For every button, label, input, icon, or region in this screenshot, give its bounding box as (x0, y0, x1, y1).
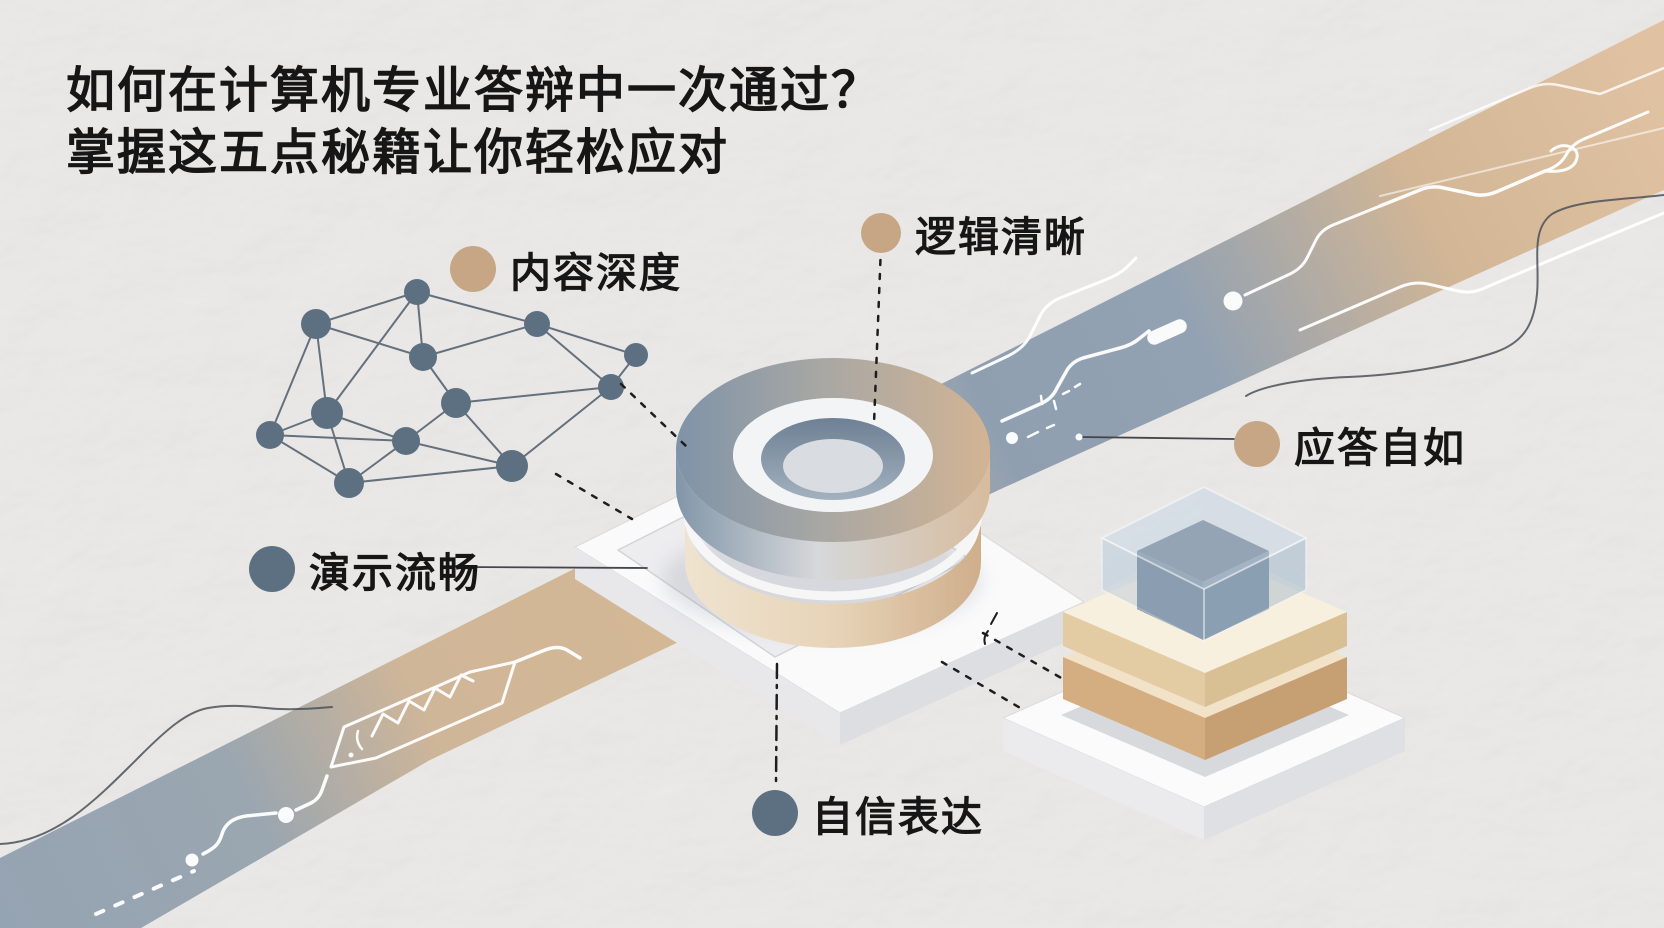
ring-white-gap (683, 511, 983, 601)
connector-fluent-presentation (460, 566, 648, 569)
platform-side-right (840, 602, 1084, 745)
curve-left (0, 704, 333, 845)
ring-side (676, 450, 990, 580)
connector-platform-to-stack-lower (940, 660, 1024, 711)
network-node (301, 309, 331, 339)
ring-lower-cylinder (685, 518, 981, 648)
point-label-text: 内容深度 (510, 250, 682, 296)
stack-base-side-right (1204, 718, 1405, 840)
point-label-text: 逻辑清晰 (915, 214, 1087, 260)
connector-tick-marks (983, 612, 998, 645)
bullet-dot-icon (450, 246, 496, 292)
bullet-dot-icon (249, 546, 295, 592)
connectors (460, 244, 1235, 786)
network-node (524, 311, 550, 337)
network-node (409, 343, 437, 371)
network-node (404, 279, 430, 305)
decorative-curves (0, 194, 1664, 845)
network-node (334, 468, 364, 498)
point-label-responsive-answers: 应答自如 (1234, 414, 1466, 474)
glass-cube-top (1099, 485, 1309, 591)
inner-cube-side-left (1137, 551, 1203, 640)
bullet-dot-icon (752, 790, 798, 836)
connector-network-to-platform (554, 472, 634, 521)
slab-lower-side-right (1205, 657, 1347, 760)
connector-responsive-answers (1079, 436, 1235, 440)
title-line-1: 如何在计算机专业答辩中一次通过？ (66, 64, 883, 118)
network-node (256, 421, 284, 449)
ring-top-surface (676, 358, 990, 542)
network-node (392, 427, 420, 455)
point-label-confident-expression: 自信表达 (752, 783, 984, 843)
connector-network-to-ring (619, 382, 689, 449)
curve-right (1245, 194, 1664, 397)
network-node (624, 343, 648, 367)
slab-upper-side-right (1205, 612, 1347, 707)
bullet-dot-icon (1234, 421, 1280, 467)
connector-clear-logic (872, 244, 883, 426)
point-label-clear-logic: 逻辑清晰 (861, 203, 1087, 263)
layered-stack (1001, 485, 1407, 840)
poster-title: 如何在计算机专业答辩中一次通过？ 掌握这五点秘籍让你轻松应对 (66, 60, 882, 184)
network-node (598, 374, 624, 400)
network-node (496, 450, 528, 482)
network-nodes (256, 279, 648, 498)
connector-confident-expression (774, 662, 779, 786)
point-label-fluent-presentation: 演示流畅 (249, 539, 481, 599)
torus-ring (676, 358, 990, 648)
point-label-text: 演示流畅 (309, 550, 481, 596)
title-line-2: 掌握这五点秘籍让你轻松应对 (66, 126, 730, 180)
stack-base-side-left (1003, 718, 1204, 840)
circuit-traces (94, 66, 1664, 916)
platform-side-left (575, 547, 840, 745)
network-node (441, 388, 471, 418)
connector-platform-to-stack-upper (981, 631, 1065, 681)
bullet-dot-icon (861, 213, 901, 253)
slab-upper-side-left (1063, 612, 1205, 707)
network-graph (256, 279, 648, 498)
slab-lower-side-left (1063, 657, 1205, 760)
connector-endpoint-dot (1075, 433, 1083, 441)
point-label-content-depth: 内容深度 (450, 239, 682, 299)
point-label-text: 应答自如 (1294, 425, 1466, 471)
network-node (311, 397, 343, 429)
point-label-text: 自信表达 (812, 794, 984, 840)
ring-hole-bottom (783, 439, 883, 493)
inner-cube-side-right (1203, 551, 1269, 640)
